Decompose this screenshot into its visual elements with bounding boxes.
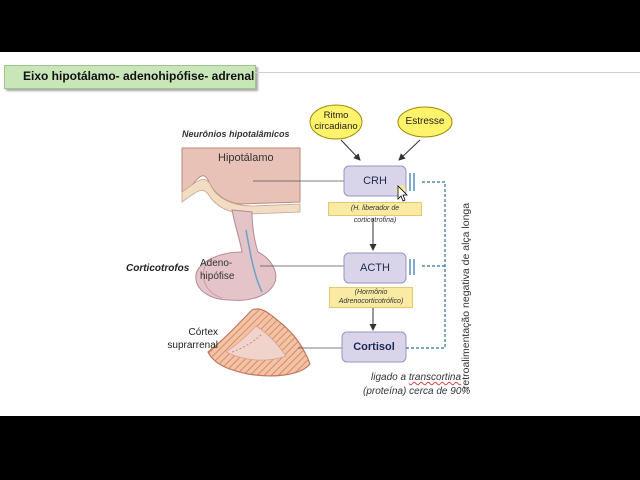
hypothalamus-illustration <box>181 147 301 215</box>
cortex-label-line2: suprarrenal <box>167 340 218 351</box>
title-banner: Eixo hipotálamo- adenohipófise- adrenal <box>4 65 256 89</box>
rhythm-oval <box>309 104 363 140</box>
cortisol-text: Cortisol <box>353 341 395 353</box>
acth-note-line2: Adrenocorticotrófico) <box>338 297 404 305</box>
annotation-prefix: ligado a <box>371 372 409 383</box>
title-rule <box>254 72 640 73</box>
adrenal-cortex-illustration <box>207 308 311 377</box>
feedback-label: retroalimentação negativa de alça longa <box>460 202 472 390</box>
crh-note: (H. liberador de corticotrofina) <box>328 202 422 224</box>
acth-box <box>343 252 407 284</box>
mouse-cursor <box>396 185 410 208</box>
cortisol-box <box>341 331 407 363</box>
rhythm-text-line2: circadiano <box>314 121 358 132</box>
rhythm-text-line1: Ritmo <box>323 110 349 121</box>
cortex-label-line1: Córtex <box>188 327 218 338</box>
rhythm-arrow <box>340 139 361 161</box>
stress-arrow <box>398 139 421 161</box>
acth-note-line1: (Hormônio <box>354 289 388 296</box>
hpa-axis-diagram <box>181 104 453 377</box>
acth-note: (Hormônio Adrenocorticotrófico) <box>329 287 413 308</box>
stress-oval <box>397 106 453 138</box>
crh-box <box>343 165 407 197</box>
negative-feedback-loop <box>406 173 446 349</box>
neurons-label: Neurônios hipotalâmicos <box>182 129 290 139</box>
acth-text: ACTH <box>360 262 390 274</box>
transcortin-annotation-line2: (proteína) cerca de 90% <box>363 386 471 397</box>
rhythm-text: Ritmo circadiano <box>310 110 362 132</box>
transcortin-annotation-line1: ligado a transcortina <box>371 372 461 383</box>
slide-title: Eixo hipotálamo- adenohipófise- adrenal <box>23 69 255 83</box>
corticotrofos-label: Corticotrofos <box>126 263 190 274</box>
stress-text: Estresse <box>405 116 445 127</box>
adeno-label-line1: Adeno- <box>200 258 233 269</box>
adeno-label-line2: hipófise <box>200 271 235 282</box>
pituitary-illustration <box>195 209 277 301</box>
slide-canvas: Eixo hipotálamo- adenohipófise- adrenal <box>0 52 640 416</box>
hypothalamus-label: Hipotálamo <box>218 152 274 164</box>
cursor-icon <box>396 185 408 202</box>
crh-text: CRH <box>363 175 387 187</box>
annotation-term: transcortina <box>408 372 462 383</box>
